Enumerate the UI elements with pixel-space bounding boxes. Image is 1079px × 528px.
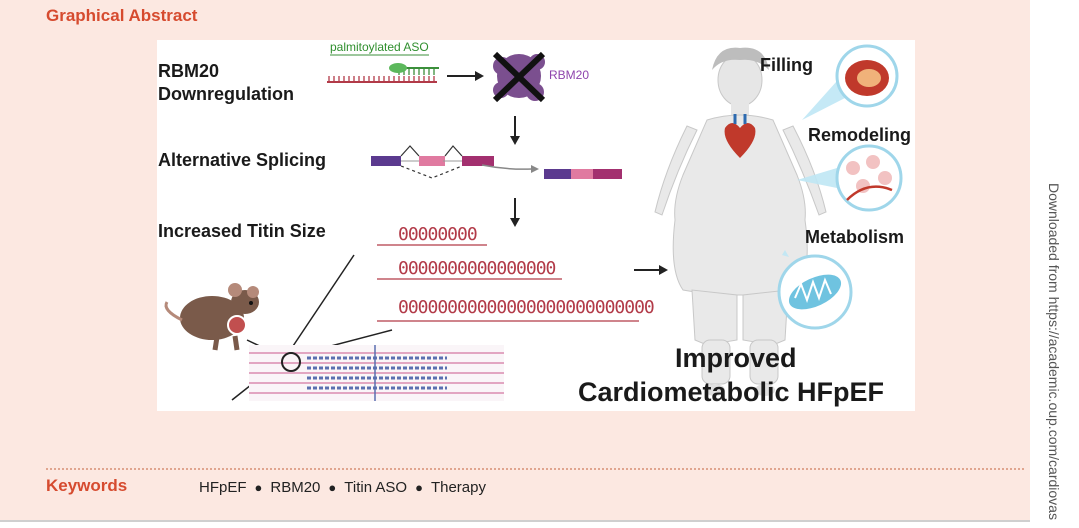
outcome-label-filling: Filling xyxy=(760,55,813,75)
mitochondrion-icon xyxy=(777,254,853,330)
step-label-rbm20: RBM20 xyxy=(158,61,220,81)
keywords-list: HFpEF ● RBM20 ● Titin ASO ● Therapy xyxy=(199,479,486,496)
pre-mrna-exons-icon xyxy=(371,145,494,179)
keyword-item: RBM20 xyxy=(270,479,321,496)
keywords-label: Keywords xyxy=(46,476,128,495)
result-title-line2: Cardiometabolic HFpEF xyxy=(578,377,885,407)
aso-label: palmitoylated ASO xyxy=(330,40,429,54)
graphical-abstract-figure: palmitoylated ASO RBM20 RBM20 Downregula… xyxy=(157,40,915,411)
bullet-separator: ● xyxy=(415,480,423,495)
aso-strand-icon xyxy=(327,54,439,83)
titin-coil-short: 00000000 xyxy=(398,224,478,245)
keyword-item: HFpEF xyxy=(199,479,247,496)
arrow-curved-icon xyxy=(481,164,539,173)
keyword-item: Therapy xyxy=(430,479,486,496)
heart-icon xyxy=(724,114,756,158)
download-source-note: Downloaded from https://academic.oup.com… xyxy=(1046,183,1062,520)
titin-coil-long: 00000000000000000000000000 xyxy=(398,297,655,318)
rbm20-protein-icon xyxy=(492,51,546,103)
step-label-alternative-splicing: Alternative Splicing xyxy=(158,150,327,170)
arrow-right-icon xyxy=(634,265,668,275)
titin-coil-medium: 0000000000000000 xyxy=(398,258,556,279)
outcome-label-remodeling: Remodeling xyxy=(808,125,912,145)
result-title-line1: Improved xyxy=(675,343,797,373)
page-bottom-border xyxy=(0,520,1030,522)
sarcomere-icon xyxy=(249,345,504,401)
figure-artwork xyxy=(164,44,903,401)
callout-pointers-icon xyxy=(782,72,847,257)
keyword-item: Titin ASO xyxy=(344,479,408,496)
bullet-separator: ● xyxy=(328,480,337,495)
rbm20-protein-label: RBM20 xyxy=(549,68,590,82)
filling-heart-crosssection-icon xyxy=(835,44,899,108)
mouse-icon xyxy=(164,283,259,351)
section-divider xyxy=(46,468,1024,470)
arrow-right-icon xyxy=(447,71,484,81)
remodeling-tissue-icon xyxy=(835,144,903,212)
titin-lines-icon xyxy=(377,244,639,322)
outcome-label-metabolism: Metabolism xyxy=(805,227,905,247)
woman-body-icon xyxy=(654,47,827,396)
mature-mrna-icon xyxy=(544,169,622,179)
arrow-down-icon xyxy=(510,116,520,227)
step-label-titin-size: Increased Titin Size xyxy=(158,221,326,241)
step-label-downregulation: Downregulation xyxy=(158,84,294,104)
section-title: Graphical Abstract xyxy=(46,6,198,25)
bullet-separator: ● xyxy=(254,480,263,495)
